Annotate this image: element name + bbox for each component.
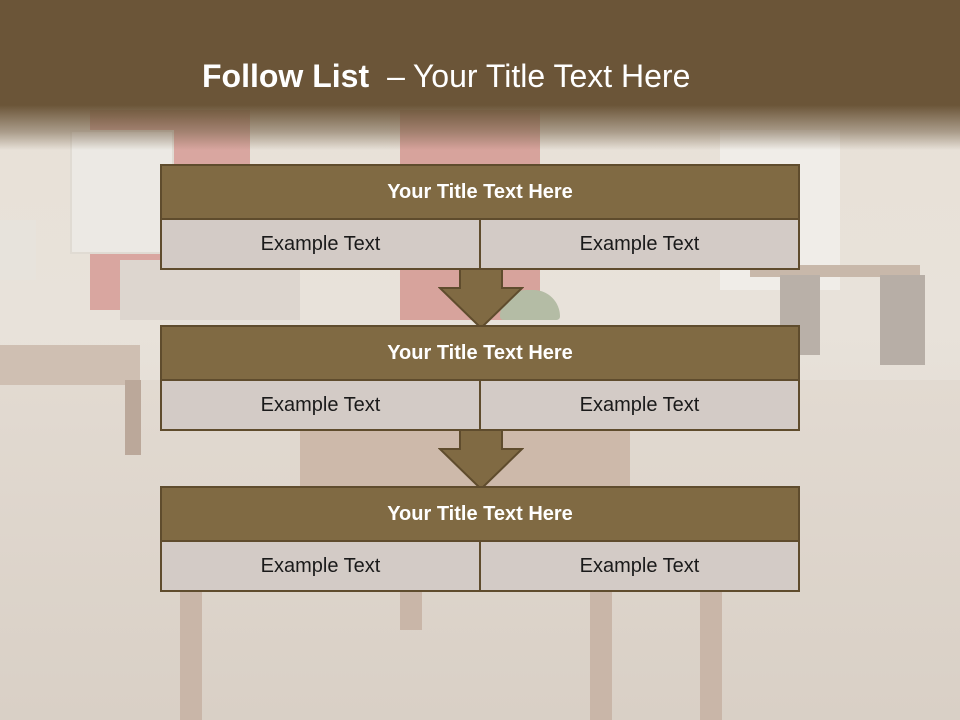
- header-bar: [0, 0, 960, 150]
- down-arrow-icon: [438, 429, 524, 491]
- flow-block: Your Title Text Here Example Text Exampl…: [160, 325, 800, 431]
- block-cell: Example Text: [160, 542, 481, 592]
- background-chair-leg: [590, 590, 612, 720]
- background-lamp: [0, 220, 36, 280]
- block-cell: Example Text: [160, 381, 481, 431]
- block-row: Example Text Example Text: [160, 381, 800, 431]
- block-title: Your Title Text Here: [160, 486, 800, 542]
- block-title: Your Title Text Here: [160, 164, 800, 220]
- block-cell: Example Text: [479, 220, 800, 270]
- block-cell: Example Text: [479, 542, 800, 592]
- slide-title-rest: Your Title Text Here: [412, 58, 691, 94]
- block-row: Example Text Example Text: [160, 542, 800, 592]
- flow-block: Your Title Text Here Example Text Exampl…: [160, 486, 800, 592]
- slide-title-separator: –: [387, 58, 405, 94]
- background-chair-leg: [180, 590, 202, 720]
- background-side-table: [0, 345, 140, 385]
- block-cell: Example Text: [479, 381, 800, 431]
- background-table-leg: [125, 380, 141, 455]
- background-sofa: [120, 260, 300, 320]
- background-chair-leg: [400, 590, 422, 630]
- block-cell: Example Text: [160, 220, 481, 270]
- slide-title: Follow List–Your Title Text Here: [202, 54, 690, 98]
- block-row: Example Text Example Text: [160, 220, 800, 270]
- background-chair: [880, 275, 925, 365]
- flow-block: Your Title Text Here Example Text Exampl…: [160, 164, 800, 270]
- down-arrow-icon: [438, 268, 524, 330]
- slide-title-bold: Follow List: [202, 58, 370, 94]
- block-title: Your Title Text Here: [160, 325, 800, 381]
- background-chair-leg: [700, 590, 722, 720]
